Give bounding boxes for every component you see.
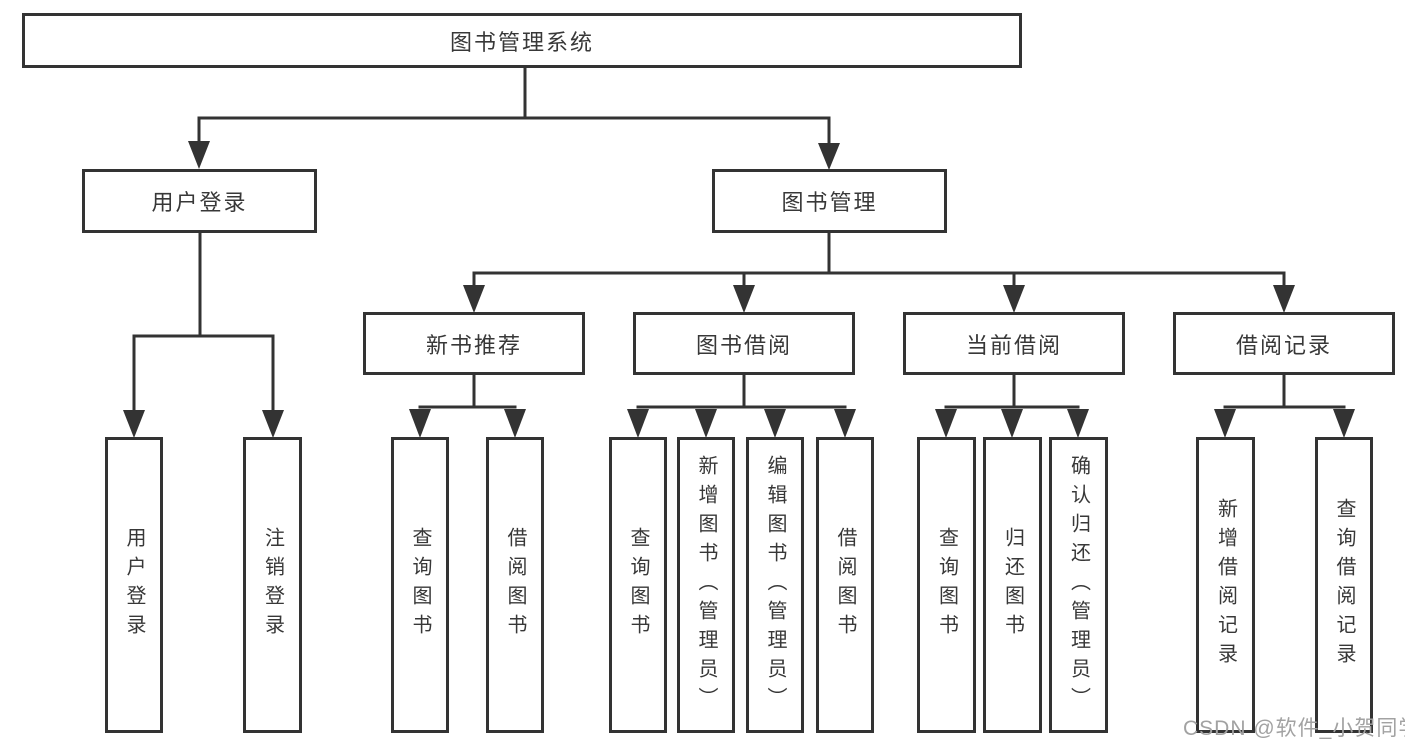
connector-current-borrow-to-leaves — [935, 373, 1089, 438]
node-user-login: 用户登录 — [82, 169, 317, 233]
arrow-down-icon — [463, 285, 485, 313]
connector-user-login-to-leaves — [123, 231, 284, 438]
arrow-down-icon — [834, 409, 856, 438]
leaf-label: 编辑图书（管理员） — [764, 454, 786, 716]
arrow-down-icon — [409, 409, 431, 438]
node-new-book-recommend: 新书推荐 — [363, 312, 585, 375]
arrow-down-icon — [1067, 409, 1089, 438]
arrow-down-icon — [262, 410, 284, 438]
leaf-label: 确认归还（管理员） — [1067, 454, 1090, 716]
arrow-down-icon — [188, 141, 210, 169]
leaf-current-return-books: 归还图书 — [983, 437, 1042, 733]
leaf-label: 注销登录 — [261, 527, 284, 643]
leaf-label: 借阅图书 — [834, 527, 856, 643]
connector-new-book-to-leaves — [409, 373, 526, 438]
arrow-down-icon — [818, 143, 840, 170]
arrow-down-icon — [1273, 285, 1295, 313]
arrow-down-icon — [1003, 285, 1025, 313]
leaf-records-query-borrow-record: 查询借阅记录 — [1315, 437, 1373, 733]
arrow-down-icon — [1214, 409, 1236, 438]
connector-root-to-level2 — [188, 66, 840, 170]
arrow-down-icon — [123, 410, 145, 438]
arrow-down-icon — [764, 409, 786, 438]
arrow-down-icon — [627, 409, 649, 438]
leaf-label: 新增借阅记录 — [1214, 498, 1237, 672]
leaf-label: 借阅图书 — [504, 527, 526, 643]
connector-borrow-records-to-leaves — [1214, 373, 1355, 438]
arrow-down-icon — [1001, 409, 1023, 438]
csdn-watermark: CSDN @软件_小贺同学 — [1183, 717, 1405, 740]
leaf-label: 查询图书 — [935, 527, 958, 643]
node-current-borrow: 当前借阅 — [903, 312, 1125, 375]
arrow-down-icon — [504, 409, 526, 438]
leaf-borrow-add-books-admin: 新增图书（管理员） — [677, 437, 735, 733]
arrow-down-icon — [935, 409, 957, 438]
leaf-logout: 注销登录 — [243, 437, 302, 733]
leaf-borrow-edit-books-admin: 编辑图书（管理员） — [746, 437, 804, 733]
connector-book-management-to-level3 — [463, 231, 1295, 313]
leaf-records-add-borrow-record: 新增借阅记录 — [1196, 437, 1255, 733]
leaf-label: 用户登录 — [123, 527, 145, 643]
leaf-label: 查询图书 — [409, 527, 431, 643]
leaf-label: 查询图书 — [627, 527, 649, 643]
leaf-current-query-books: 查询图书 — [917, 437, 976, 733]
arrow-down-icon — [733, 285, 755, 313]
connector-book-borrow-to-leaves — [627, 373, 856, 438]
node-borrow-records: 借阅记录 — [1173, 312, 1395, 375]
node-library-management-system: 图书管理系统 — [22, 13, 1022, 68]
leaf-label: 查询借阅记录 — [1333, 498, 1355, 672]
leaf-label: 新增图书（管理员） — [695, 454, 717, 716]
node-book-borrow: 图书借阅 — [633, 312, 855, 375]
leaf-borrow-query-books: 查询图书 — [609, 437, 667, 733]
arrow-down-icon — [695, 409, 717, 438]
node-book-management: 图书管理 — [712, 169, 947, 233]
leaf-newbook-borrow-books: 借阅图书 — [486, 437, 544, 733]
leaf-newbook-query-books: 查询图书 — [391, 437, 449, 733]
arrow-down-icon — [1333, 409, 1355, 438]
leaf-user-login: 用户登录 — [105, 437, 163, 733]
leaf-current-confirm-return-admin: 确认归还（管理员） — [1049, 437, 1108, 733]
leaf-borrow-borrow-books: 借阅图书 — [816, 437, 874, 733]
leaf-label: 归还图书 — [1001, 527, 1024, 643]
